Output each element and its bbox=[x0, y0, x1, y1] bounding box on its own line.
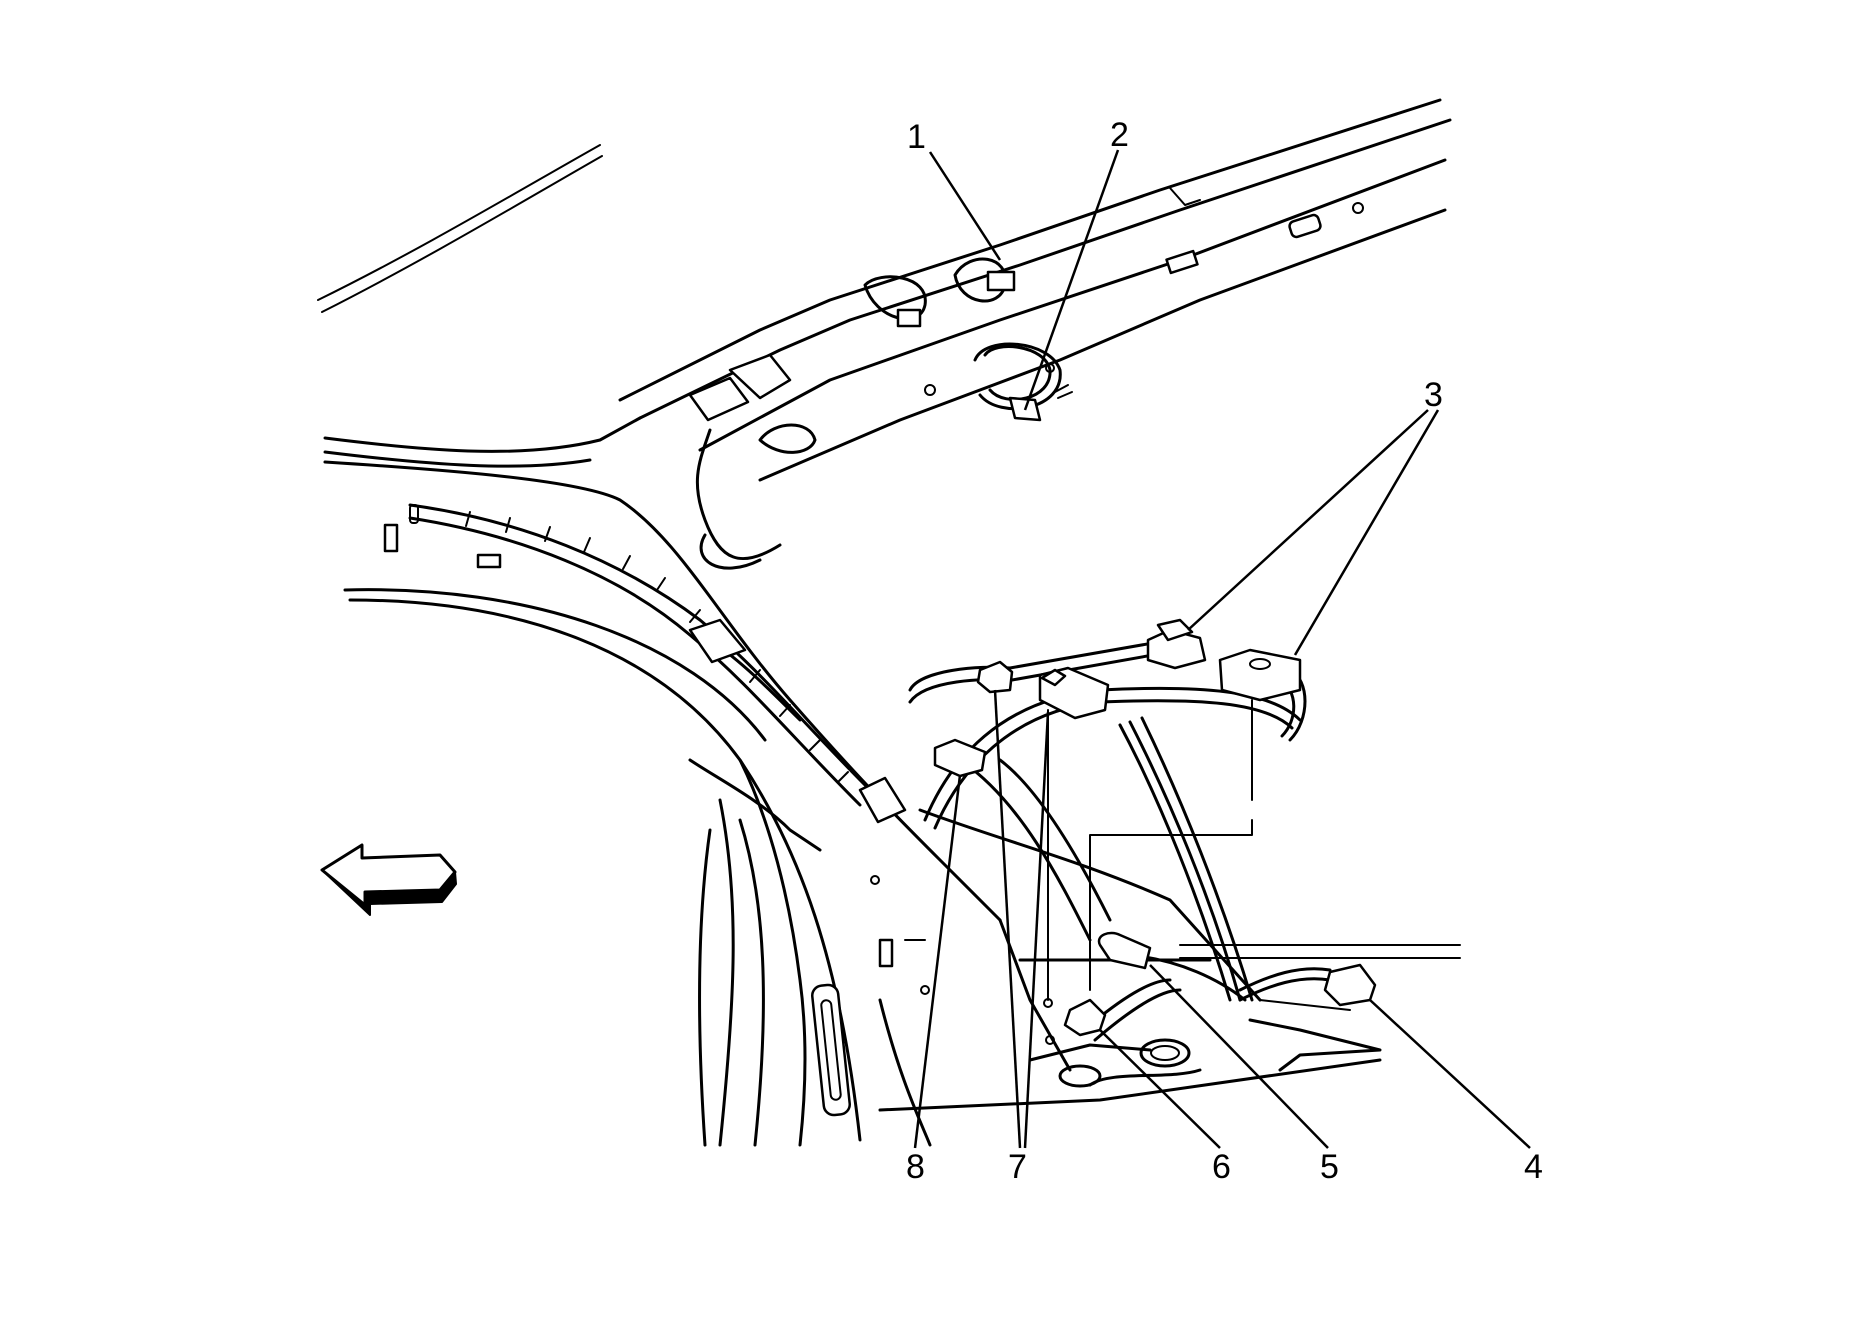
leader-3b bbox=[1293, 409, 1440, 656]
callout-4: 4 bbox=[1524, 1148, 1543, 1186]
callout-1: 1 bbox=[907, 118, 926, 156]
front-direction-arrow-icon bbox=[320, 843, 457, 916]
leader-7b bbox=[1023, 711, 1050, 1149]
leader-5 bbox=[1149, 964, 1329, 1149]
callout-labels: 1 2 3 4 5 6 7 8 bbox=[906, 116, 1543, 1186]
callout-2: 2 bbox=[1110, 116, 1129, 154]
leader-1 bbox=[928, 151, 1002, 261]
callout-8: 8 bbox=[906, 1148, 925, 1186]
callout-7: 7 bbox=[1008, 1148, 1027, 1186]
leader-8 bbox=[913, 774, 962, 1149]
callout-6: 6 bbox=[1212, 1148, 1231, 1186]
callout-3: 3 bbox=[1424, 376, 1443, 414]
leader-4 bbox=[1369, 999, 1531, 1149]
callout-leaders bbox=[913, 149, 1531, 1149]
wiring-harness bbox=[688, 257, 1377, 1042]
leader-3a bbox=[1187, 409, 1429, 631]
callout-5: 5 bbox=[1320, 1148, 1339, 1186]
leader-6 bbox=[1099, 1029, 1221, 1149]
vehicle-body-outline bbox=[317, 98, 1461, 1147]
leader-2 bbox=[1023, 149, 1120, 411]
leader-7a bbox=[993, 689, 1022, 1149]
